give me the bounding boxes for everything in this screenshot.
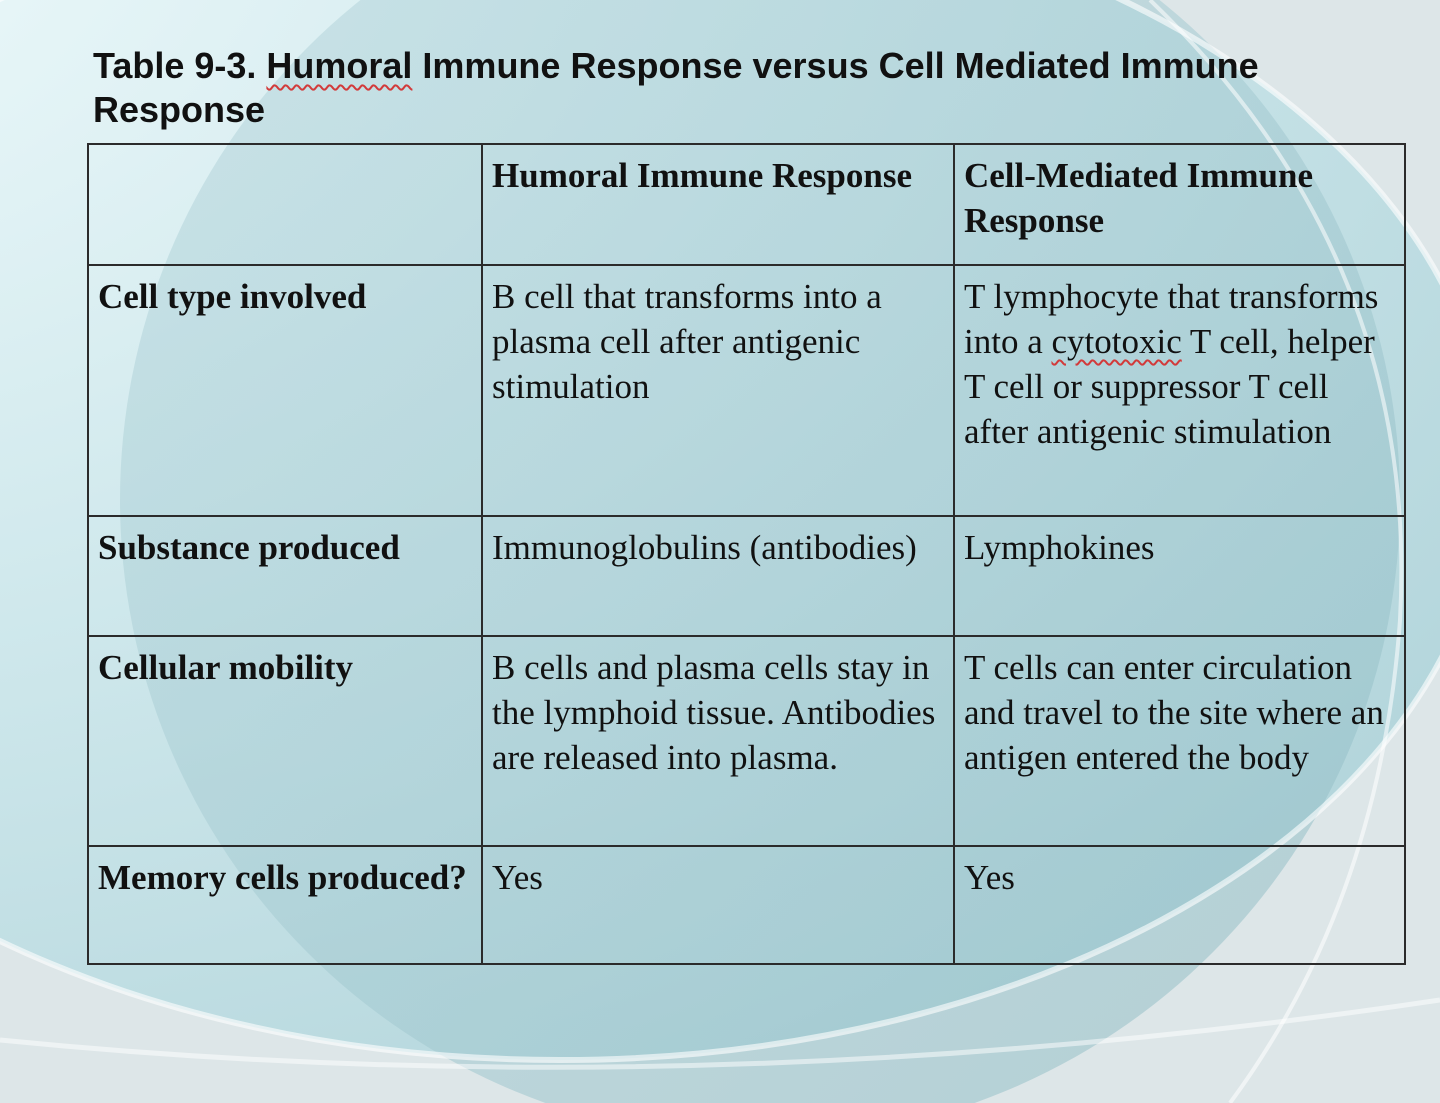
table-header-row: Humoral Immune Response Cell-Mediated Im…	[87, 143, 1406, 266]
cell-humoral-memory: Yes	[481, 845, 955, 965]
slide-title: Table 9-3. Humoral Immune Response versu…	[93, 44, 1393, 132]
row-label-cell-type: Cell type involved	[87, 264, 483, 517]
cell-humoral-substance: Immunoglobulins (antibodies)	[481, 515, 955, 637]
row-label-mobility: Cellular mobility	[87, 635, 483, 847]
header-humoral: Humoral Immune Response	[481, 143, 955, 266]
row-label-substance: Substance produced	[87, 515, 483, 637]
cell-mediated-text-before: T lymphocyte that transforms into a	[964, 277, 1379, 361]
cell-cell-mediated-mobility: T cells can enter circulation and travel…	[953, 635, 1406, 847]
header-empty-cell	[87, 143, 483, 266]
title-prefix: Table 9-3.	[93, 45, 267, 86]
title-underlined-word: Humoral	[266, 45, 413, 86]
cell-mediated-underlined-word: cytotoxic	[1051, 322, 1182, 361]
cell-humoral-mobility: B cells and plasma cells stay in the lym…	[481, 635, 955, 847]
table-row-mobility: Cellular mobility B cells and plasma cel…	[87, 635, 1406, 847]
cell-cell-mediated-cell-type: T lymphocyte that transforms into a cyto…	[953, 264, 1406, 517]
comparison-table: Humoral Immune Response Cell-Mediated Im…	[87, 143, 1406, 965]
table-row-substance: Substance produced Immunoglobulins (anti…	[87, 515, 1406, 637]
cell-humoral-cell-type: B cell that transforms into a plasma cel…	[481, 264, 955, 517]
row-label-memory: Memory cells produced?	[87, 845, 483, 965]
cell-mediated-text-after: T cell, helper T cell or suppressor T ce…	[964, 322, 1375, 451]
title-suffix: Immune Response versus Cell Mediated Imm…	[93, 45, 1259, 130]
table-row-memory: Memory cells produced? Yes Yes	[87, 845, 1406, 965]
table-row-cell-type: Cell type involved B cell that transform…	[87, 264, 1406, 517]
header-cell-mediated: Cell-Mediated Immune Response	[953, 143, 1406, 266]
cell-cell-mediated-memory: Yes	[953, 845, 1406, 965]
cell-cell-mediated-substance: Lymphokines	[953, 515, 1406, 637]
